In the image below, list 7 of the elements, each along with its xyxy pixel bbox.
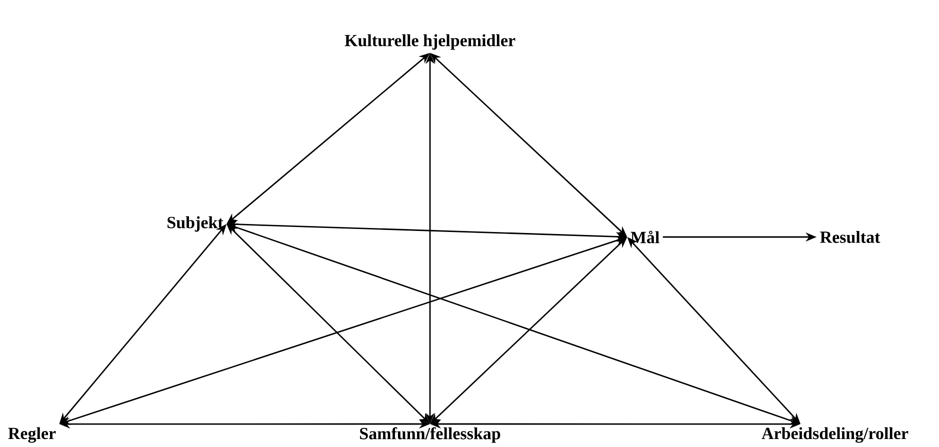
node-label: Kulturelle hjelpemidler: [344, 34, 516, 50]
node-label: Samfunn/fellesskap: [360, 427, 500, 443]
node-label: Mål: [630, 230, 660, 244]
node-label: Resultat: [820, 231, 880, 243]
node-label: Subjekt: [168, 216, 224, 232]
node-label: Arbeidsdeling/roller: [762, 427, 908, 443]
node-label: Regler: [8, 427, 56, 443]
